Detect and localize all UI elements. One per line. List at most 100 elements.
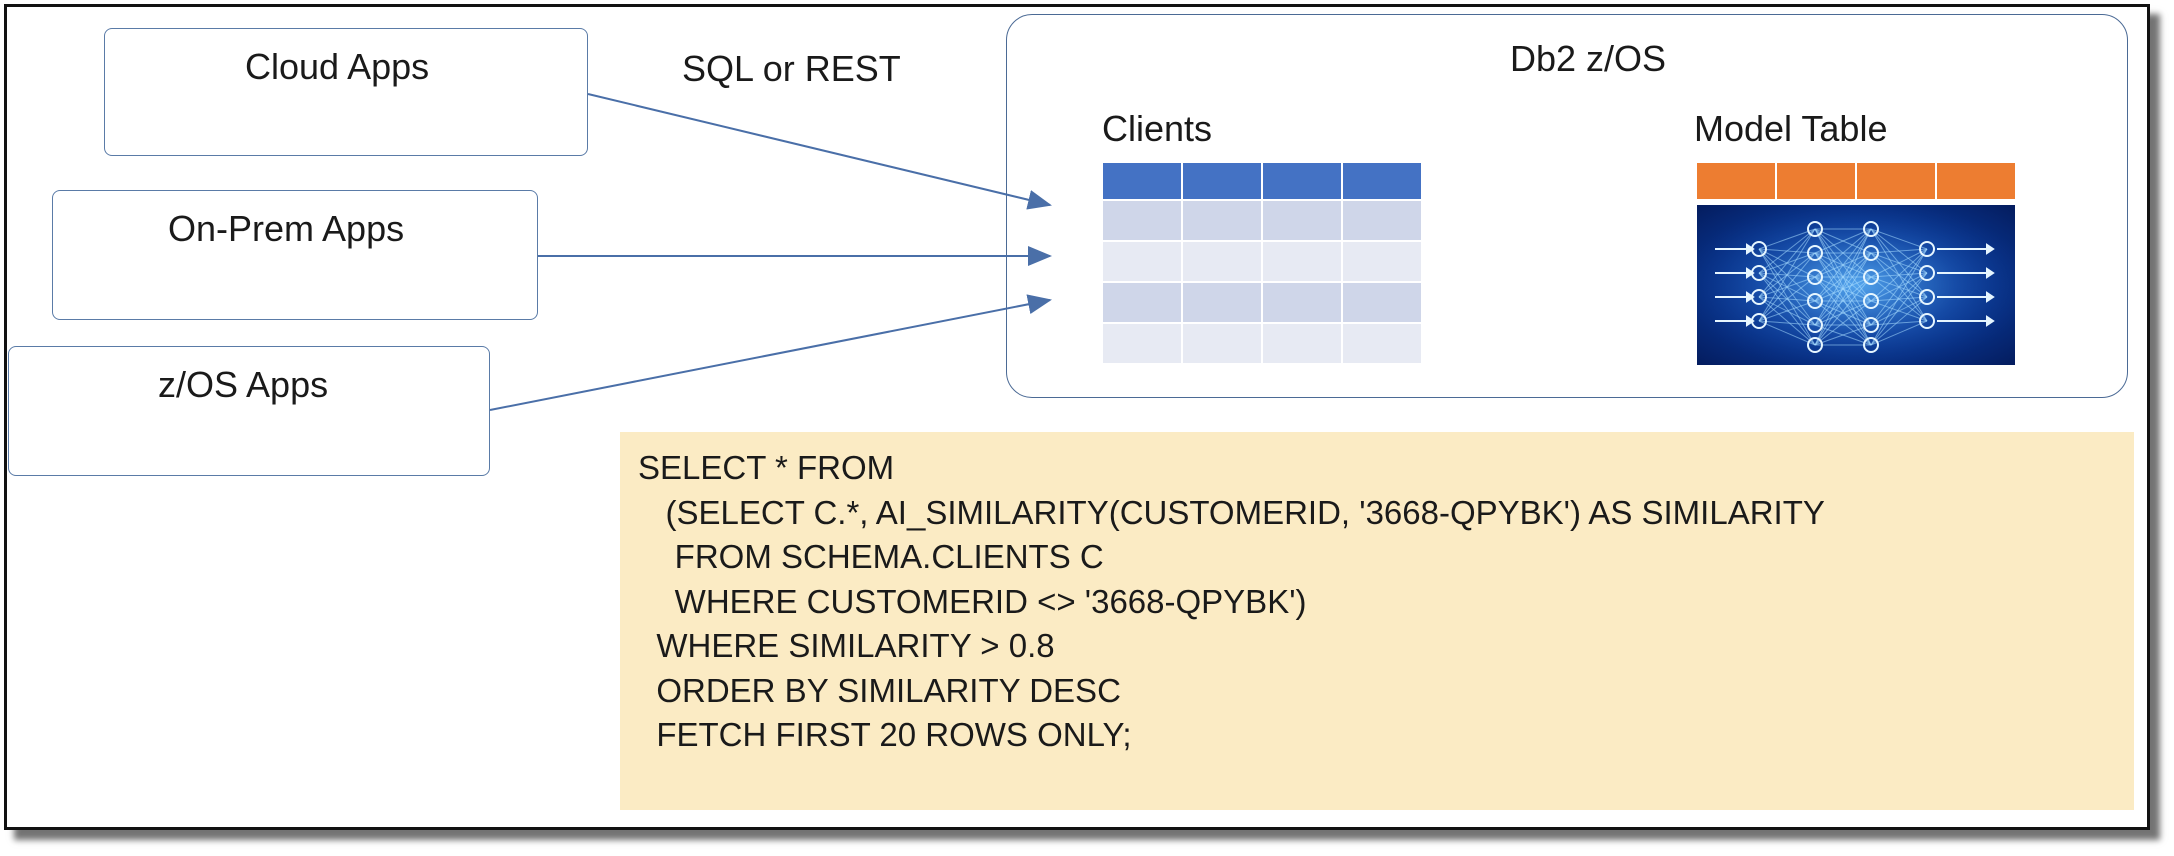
- clients-cell: [1183, 242, 1261, 281]
- nn-link: [1814, 228, 1872, 254]
- sql-line: WHERE SIMILARITY > 0.8: [638, 627, 1055, 664]
- nn-link: [1870, 320, 1928, 326]
- nn-node: [1919, 241, 1935, 257]
- sql-query-code: SELECT * FROM (SELECT C.*, AI_SIMILARITY…: [638, 446, 1825, 758]
- clients-cell: [1263, 324, 1341, 363]
- clients-cell: [1183, 283, 1261, 322]
- nn-input-arrowhead: [1746, 243, 1755, 255]
- nn-link: [1814, 276, 1872, 326]
- model-header-cell: [1697, 163, 1775, 199]
- nn-node: [1807, 317, 1823, 333]
- nn-input-arrowhead: [1746, 291, 1755, 303]
- sql-line: FROM SCHEMA.CLIENTS C: [638, 538, 1104, 575]
- nn-link: [1758, 228, 1816, 250]
- nn-link: [1758, 228, 1816, 298]
- cloud-arrow: [587, 93, 1052, 210]
- nn-node: [1919, 289, 1935, 305]
- zos-arrow: [489, 294, 1052, 411]
- clients-cell: [1343, 242, 1421, 281]
- nn-link: [1814, 252, 1872, 326]
- sql-line: WHERE CUSTOMERID <> '3668-QPYBK'): [638, 582, 1307, 620]
- nn-output-arrowhead: [1986, 315, 1995, 327]
- clients-cell: [1103, 324, 1181, 363]
- nn-output-arrowhead: [1986, 291, 1995, 303]
- nn-link: [1814, 324, 1872, 346]
- nn-link: [1758, 276, 1816, 322]
- cloud-apps-box: [104, 28, 588, 156]
- nn-link: [1758, 248, 1816, 346]
- model-header-cell: [1777, 163, 1855, 199]
- model-header-cell: [1857, 163, 1935, 199]
- clients-header-cell: [1263, 163, 1341, 199]
- neural-network-icon: [1697, 205, 2015, 365]
- clients-cell: [1263, 242, 1341, 281]
- nn-node: [1807, 221, 1823, 237]
- nn-output-arrowhead: [1986, 243, 1995, 255]
- nn-link: [1814, 228, 1872, 302]
- nn-link: [1758, 300, 1816, 322]
- nn-input-arrowhead: [1746, 267, 1755, 279]
- nn-node: [1863, 245, 1879, 261]
- clients-cell: [1263, 201, 1341, 240]
- nn-link: [1814, 300, 1872, 346]
- nn-link: [1870, 248, 1928, 278]
- nn-node: [1807, 337, 1823, 353]
- nn-link: [1870, 320, 1928, 346]
- clients-header-cell: [1183, 163, 1261, 199]
- nn-node: [1863, 317, 1879, 333]
- nn-link: [1758, 320, 1816, 346]
- nn-output-arrowhead: [1986, 267, 1995, 279]
- zos-apps-box: [8, 346, 490, 476]
- sql-line: SELECT * FROM: [638, 449, 895, 486]
- clients-cell: [1343, 283, 1421, 322]
- nn-link: [1870, 248, 1928, 302]
- nn-link: [1870, 296, 1928, 326]
- nn-node: [1863, 221, 1879, 237]
- clients-cell: [1103, 201, 1181, 240]
- nn-link: [1870, 248, 1928, 254]
- clients-header-cell: [1343, 163, 1421, 199]
- sql-line: FETCH FIRST 20 ROWS ONLY;: [638, 716, 1132, 753]
- clients-cell: [1103, 283, 1181, 322]
- clients-cell: [1343, 324, 1421, 363]
- nn-link: [1814, 300, 1872, 326]
- clients-cell: [1263, 283, 1341, 322]
- nn-link: [1814, 252, 1872, 346]
- nn-link: [1870, 296, 1928, 346]
- nn-link: [1870, 248, 1928, 326]
- nn-link: [1758, 228, 1816, 322]
- nn-input-arrowhead: [1746, 315, 1755, 327]
- clients-table: [1103, 163, 1421, 363]
- sql-line: (SELECT C.*, AI_SIMILARITY(CUSTOMERID, '…: [638, 493, 1825, 531]
- cloud-apps-label: Cloud Apps: [245, 46, 430, 87]
- nn-link: [1870, 248, 1928, 346]
- clients-cell: [1103, 242, 1181, 281]
- nn-node: [1919, 265, 1935, 281]
- nn-link: [1758, 228, 1816, 274]
- nn-link: [1758, 320, 1816, 326]
- zos-apps-label: z/OS Apps: [158, 364, 329, 405]
- nn-node: [1807, 245, 1823, 261]
- nn-link: [1814, 228, 1872, 346]
- nn-node: [1863, 269, 1879, 285]
- clients-header-cell: [1103, 163, 1181, 199]
- nn-link: [1870, 228, 1928, 250]
- clients-cell: [1183, 324, 1261, 363]
- db2-title: Db2 z/OS: [1510, 38, 1667, 79]
- clients-cell: [1343, 201, 1421, 240]
- nn-link: [1870, 272, 1928, 346]
- on-prem-apps-label: On-Prem Apps: [168, 208, 405, 249]
- nn-link: [1870, 272, 1928, 326]
- nn-node: [1807, 293, 1823, 309]
- connector-label: SQL or REST: [682, 48, 901, 89]
- sql-query-box: SELECT * FROM (SELECT C.*, AI_SIMILARITY…: [620, 432, 2134, 810]
- model-table-label: Model Table: [1694, 108, 1888, 149]
- nn-node: [1863, 337, 1879, 353]
- on-prem-apps-box: [52, 190, 538, 320]
- nn-link: [1814, 276, 1872, 346]
- nn-node: [1863, 293, 1879, 309]
- nn-link: [1758, 252, 1816, 322]
- model-header-cell: [1937, 163, 2015, 199]
- sql-line: ORDER BY SIMILARITY DESC: [638, 671, 1121, 709]
